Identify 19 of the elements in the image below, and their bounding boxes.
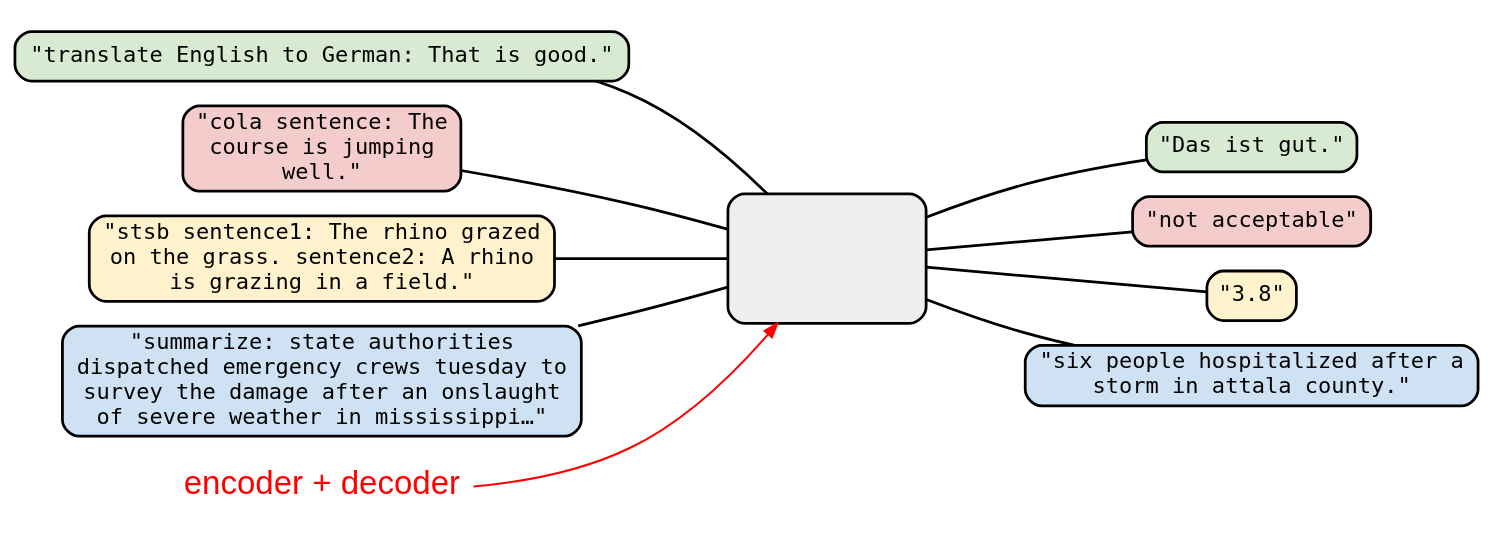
connector bbox=[577, 285, 729, 327]
node-box: "cola sentence: The course is jumping well." bbox=[181, 103, 463, 193]
node-box: "six people hospitalized after a storm in attala county." bbox=[1023, 343, 1480, 407]
connector bbox=[595, 79, 769, 195]
node-box: "Das ist gut." bbox=[1144, 120, 1359, 173]
node-box: "not acceptable" bbox=[1131, 194, 1373, 248]
node-box: "3.8" bbox=[1205, 269, 1298, 322]
node-box: "translate English to German: That is good." bbox=[13, 29, 631, 82]
connector bbox=[554, 256, 728, 260]
connector bbox=[926, 265, 1208, 293]
node-box bbox=[726, 192, 928, 325]
connector bbox=[926, 229, 1133, 251]
node-text: encoder + decoder bbox=[183, 463, 460, 501]
connector bbox=[925, 297, 1075, 347]
connector bbox=[460, 168, 728, 230]
node-box: "stsb sentence1: The rhino grazed on the grass. sentence2: A rhino is grazing in a field." bbox=[87, 214, 556, 303]
connector bbox=[925, 158, 1147, 219]
arrow bbox=[473, 320, 780, 488]
node-box: "summarize: state authorities dispatched emergency crews tuesday to survey the damage after an onslaught of severe weather in mississippi…" bbox=[61, 324, 583, 438]
